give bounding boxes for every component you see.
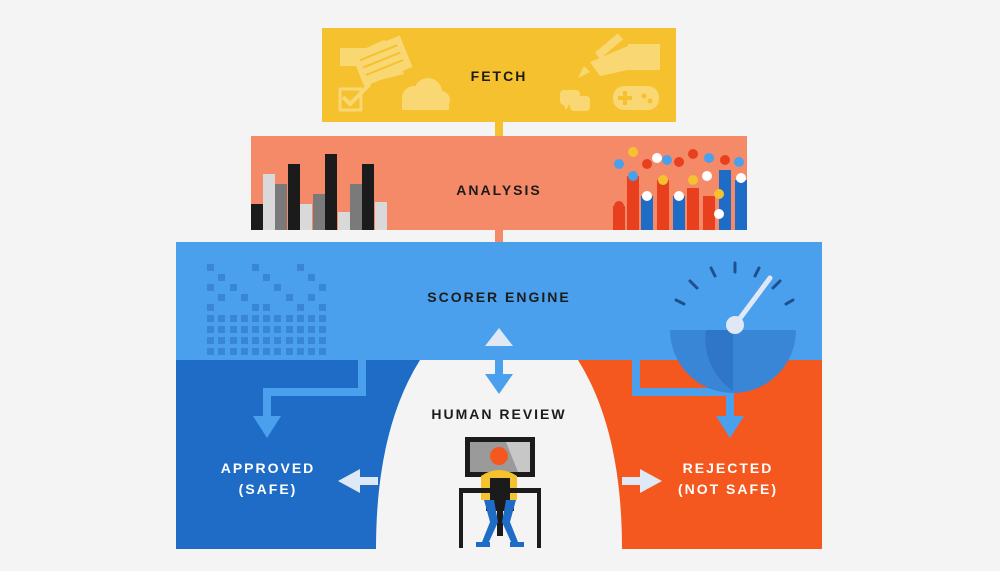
gamepad-icon [613,86,659,110]
rejected-label-line2: (NOT SAFE) [678,481,778,497]
approved-label-line2: (SAFE) [239,481,298,497]
approved-outcome: APPROVED (SAFE) [176,350,420,549]
scorer-label: SCORER ENGINE [427,289,570,305]
analysis-stage: ANALYSIS [251,136,747,230]
fetch-stage: FETCH [322,28,676,122]
approved-label-line1: APPROVED [221,460,316,476]
person-at-computer-icon [459,437,541,548]
fetch-label: FETCH [471,68,528,84]
analysis-label: ANALYSIS [456,182,542,198]
rejected-label-line1: REJECTED [683,460,774,476]
human-review-label: HUMAN REVIEW [431,406,566,422]
